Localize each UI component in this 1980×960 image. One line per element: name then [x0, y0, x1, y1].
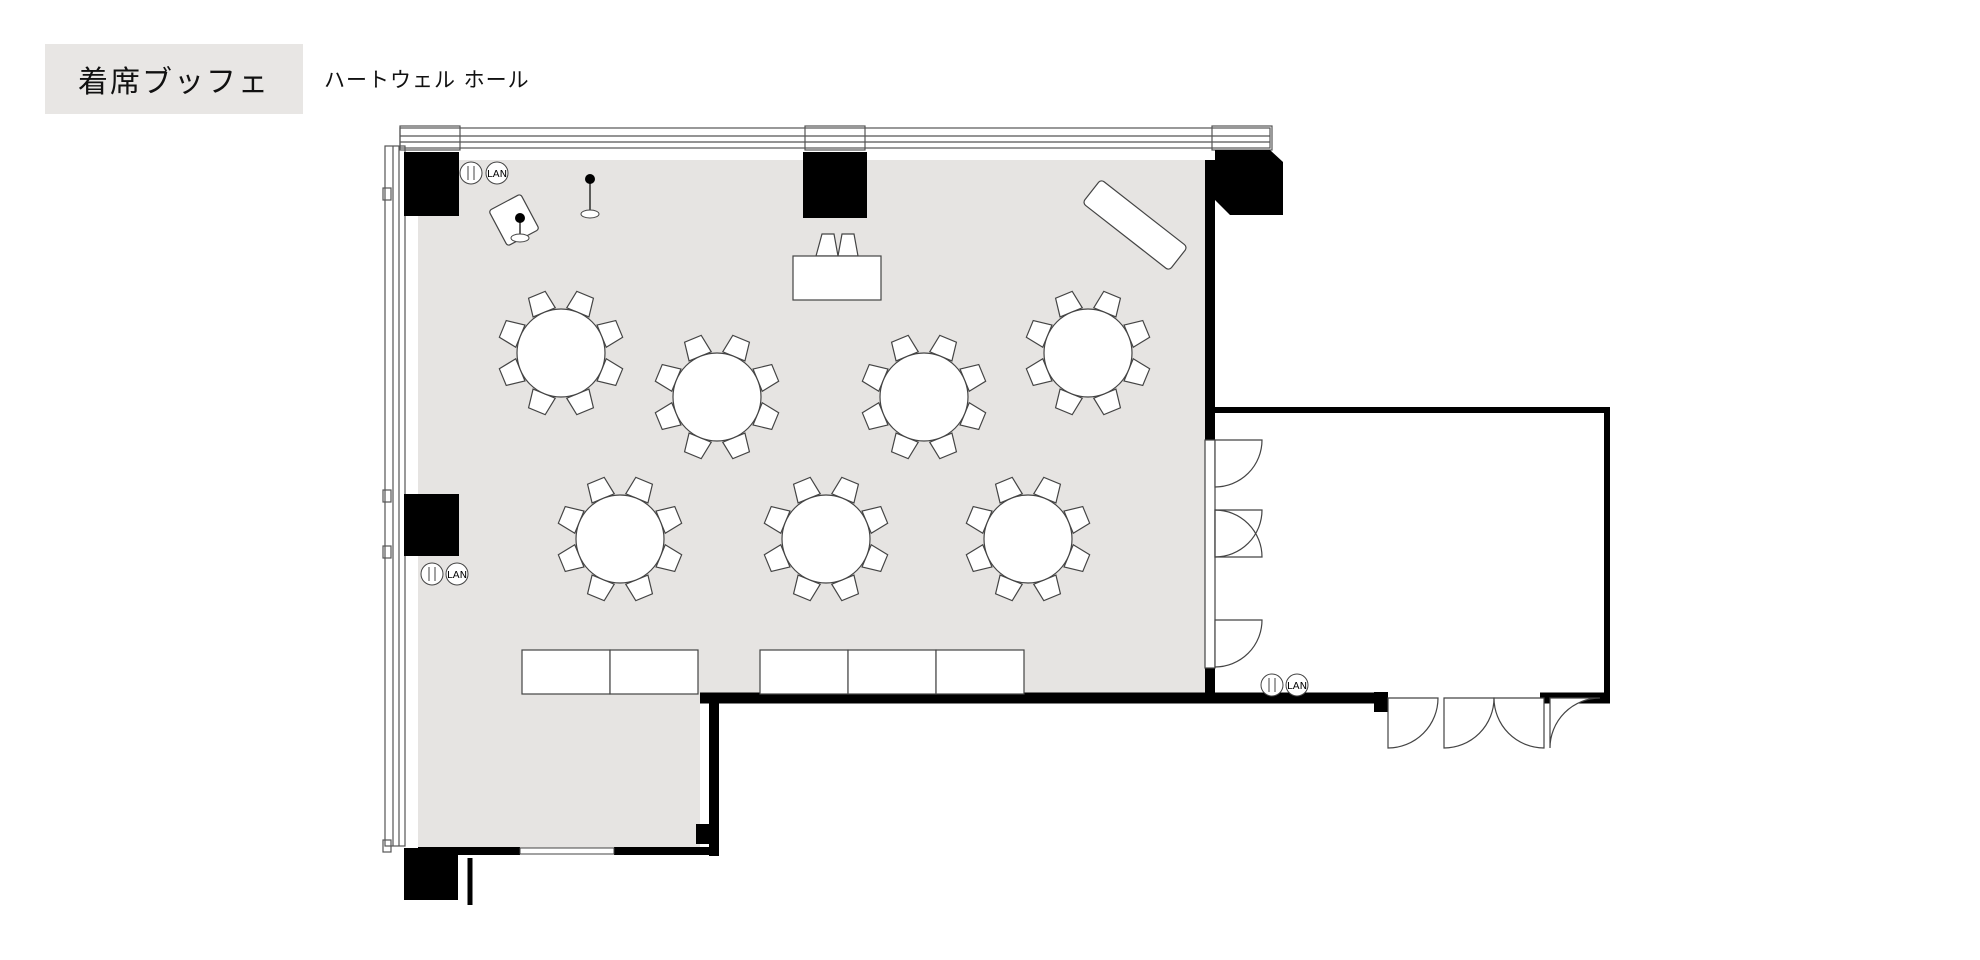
walls: [418, 160, 1610, 905]
hall-name: ハートウェル ホール: [324, 68, 530, 92]
round-table: [1025, 290, 1151, 416]
round-table: [557, 476, 683, 602]
round-tables: [498, 290, 1151, 602]
table-top: [1043, 308, 1133, 398]
lan-label: LAN: [1287, 681, 1307, 692]
side-table: [1083, 180, 1187, 270]
table-top: [781, 494, 871, 584]
round-table: [965, 476, 1091, 602]
table-top: [879, 352, 969, 442]
buffet-tables: [521, 649, 1025, 695]
table-top: [516, 308, 606, 398]
lan-outlet: LAN: [1260, 673, 1309, 697]
table-top: [672, 352, 762, 442]
left-window-frame: [382, 145, 406, 853]
doors-bottom: [1387, 697, 1601, 749]
round-table: [763, 476, 889, 602]
wall-stub: [1374, 692, 1388, 712]
lan-outlet: LAN: [459, 161, 509, 185]
columns: [404, 150, 1283, 900]
corner-notch: [696, 824, 710, 844]
top-window-frame: [399, 125, 1273, 151]
doors-right: [1204, 439, 1263, 669]
table-top: [983, 494, 1073, 584]
lan-outlet: LAN: [420, 562, 469, 586]
window-bottom: [519, 847, 615, 855]
lan-label: LAN: [487, 169, 507, 180]
round-table: [861, 334, 987, 460]
round-table: [654, 334, 780, 460]
microphone-stand: [489, 174, 600, 246]
stage-table: [792, 233, 882, 301]
layout-title-box: 着席ブッフェ: [45, 44, 303, 114]
round-table: [498, 290, 624, 416]
lan-label: LAN: [447, 570, 467, 581]
layout-title: 着席ブッフェ: [78, 65, 270, 100]
table-top: [575, 494, 665, 584]
